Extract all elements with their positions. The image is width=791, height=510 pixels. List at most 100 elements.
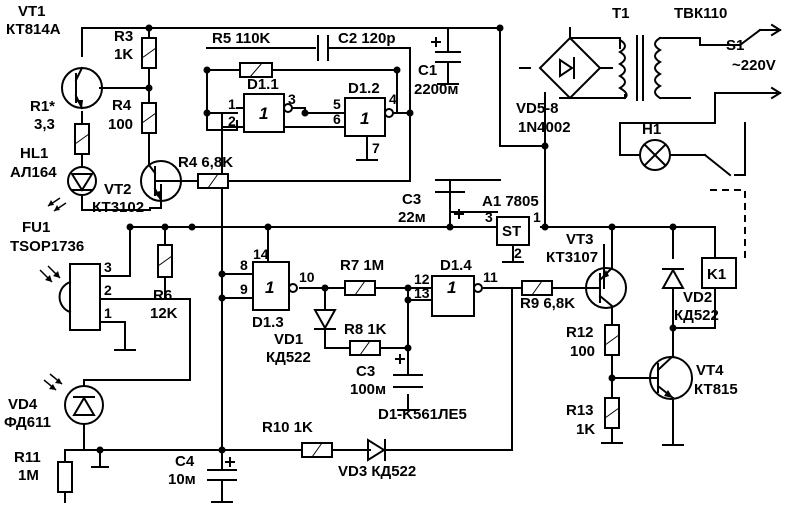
vd3-label: VD3 КД522 bbox=[338, 463, 416, 480]
transistor-vt1 bbox=[61, 66, 103, 110]
d12-ref: D1.2 bbox=[348, 80, 380, 97]
d13-pin14: 14 bbox=[253, 246, 269, 262]
fu1-pin2: 2 bbox=[104, 282, 112, 298]
c2-label: C2 120p bbox=[338, 30, 396, 47]
r10-label: R10 1K bbox=[262, 419, 313, 436]
gate-d1-2 bbox=[344, 97, 386, 137]
d14-pin11: 11 bbox=[483, 269, 498, 285]
d13-pin10: 10 bbox=[299, 269, 315, 285]
d14-pin12: 12 bbox=[414, 271, 430, 287]
vd4-ref: VD4 bbox=[8, 396, 38, 413]
d12-pin7: 7 bbox=[372, 140, 380, 156]
diode-vd2 bbox=[661, 267, 685, 289]
r8-label: R8 1K bbox=[344, 321, 387, 338]
a1-pin3: 3 bbox=[485, 209, 493, 225]
d14-symbol: 1 bbox=[447, 278, 456, 297]
vt4-ref: VT4 bbox=[696, 362, 724, 379]
d12-pin5: 5 bbox=[333, 96, 341, 112]
capacitor-c3-22m bbox=[435, 179, 465, 219]
r13-value: 1K bbox=[576, 421, 595, 438]
vd58-ref: VD5-8 bbox=[516, 100, 559, 117]
d11-pin3: 3 bbox=[288, 91, 296, 107]
r11-value: 1M bbox=[18, 467, 39, 484]
d13-pin8: 8 bbox=[240, 257, 248, 273]
ir-receiver-fu1 bbox=[39, 263, 136, 351]
vt2-ref: VT2 bbox=[104, 181, 132, 198]
a1-body: ST bbox=[502, 223, 521, 240]
r13-ref: R13 bbox=[566, 402, 594, 419]
vd1-ref: VD1 bbox=[274, 331, 303, 348]
r4a-ref: R4 bbox=[112, 97, 132, 114]
gate-d1-3 bbox=[252, 261, 290, 311]
transistor-vt2 bbox=[140, 132, 182, 202]
a1-label: A1 7805 bbox=[482, 193, 539, 210]
r5-label: R5 110K bbox=[212, 30, 271, 47]
k1-ref: K1 bbox=[707, 266, 726, 283]
vt4-part: КТ815 bbox=[694, 381, 738, 398]
r1-ref: R1* bbox=[30, 98, 55, 115]
capacitor-c3-100m bbox=[393, 354, 423, 411]
h1-ref: H1 bbox=[642, 121, 661, 138]
a1-pin2: 2 bbox=[514, 245, 522, 261]
r7-label: R7 1M bbox=[340, 257, 384, 274]
d13-ref: D1.3 bbox=[252, 314, 284, 331]
vt1-ref: VT1 bbox=[18, 3, 46, 20]
d13-pin9: 9 bbox=[240, 281, 248, 297]
hl1-ref: HL1 bbox=[20, 145, 48, 162]
d12-symbol: 1 bbox=[360, 109, 369, 128]
r6-ref: R6 bbox=[153, 287, 172, 304]
r1-value: 3,3 bbox=[34, 116, 55, 133]
diode-vd1 bbox=[313, 309, 337, 331]
a1-pin1: 1 bbox=[533, 209, 541, 225]
capacitor-c1 bbox=[431, 27, 461, 85]
t1-ref: T1 bbox=[612, 5, 630, 22]
hl1-part: АЛ164 bbox=[10, 164, 57, 181]
vt1-part: КТ814А bbox=[6, 21, 61, 38]
transformer-t1 bbox=[618, 35, 662, 101]
gate-d1-4 bbox=[431, 275, 475, 317]
capacitor-c2 bbox=[317, 35, 329, 61]
fu1-part: TSOP1736 bbox=[10, 238, 84, 255]
d12-pin4: 4 bbox=[389, 91, 397, 107]
r4b-label: R4 6,8K bbox=[178, 154, 233, 171]
wires bbox=[64, 27, 766, 471]
c1-value: 2200м bbox=[414, 81, 458, 98]
potentiometer-r11 bbox=[57, 461, 109, 503]
d12-pin6: 6 bbox=[333, 111, 341, 127]
fu1-pin1: 1 bbox=[104, 305, 112, 321]
vt3-ref: VT3 bbox=[566, 231, 594, 248]
c3b-value: 100м bbox=[350, 381, 386, 398]
d13-symbol: 1 bbox=[265, 278, 274, 297]
c3a-value: 22м bbox=[398, 209, 426, 226]
r3-ref: R3 bbox=[114, 28, 133, 45]
c3a-ref: C3 bbox=[402, 191, 421, 208]
gate-d1-1 bbox=[243, 93, 285, 133]
d14-ref: D1.4 bbox=[440, 257, 472, 274]
vd1-part: КД522 bbox=[266, 349, 311, 366]
r12-ref: R12 bbox=[566, 324, 594, 341]
bridge-vd5-8 bbox=[538, 36, 613, 100]
d11-pin2: 2 bbox=[228, 113, 236, 129]
fu1-pin3: 3 bbox=[104, 259, 112, 275]
r9-label: R9 6,8K bbox=[520, 295, 575, 312]
diode-vd3 bbox=[367, 438, 386, 462]
s1-value: ~220V bbox=[732, 57, 776, 74]
vt2-part: КТ3102 bbox=[92, 199, 144, 216]
junction-dots bbox=[96, 24, 677, 454]
vd58-part: 1N4002 bbox=[518, 119, 571, 136]
vt3-part: КТ3107 bbox=[546, 249, 598, 266]
transistor-vt3 bbox=[585, 257, 627, 319]
r11-ref: R11 bbox=[14, 449, 41, 466]
switch-s1 bbox=[738, 23, 782, 100]
d14-pin13: 13 bbox=[414, 285, 430, 301]
photodiode-vd4 bbox=[43, 373, 104, 425]
d11-pin1: 1 bbox=[228, 96, 236, 112]
t1-part: ТВК110 bbox=[674, 5, 727, 22]
transistor-vt4 bbox=[649, 354, 693, 400]
r6-value: 12K bbox=[150, 305, 178, 322]
c1-ref: C1 bbox=[418, 62, 437, 79]
d11-symbol: 1 bbox=[259, 104, 268, 123]
vd2-ref: VD2 bbox=[683, 289, 712, 306]
lamp-h1 bbox=[639, 139, 671, 171]
